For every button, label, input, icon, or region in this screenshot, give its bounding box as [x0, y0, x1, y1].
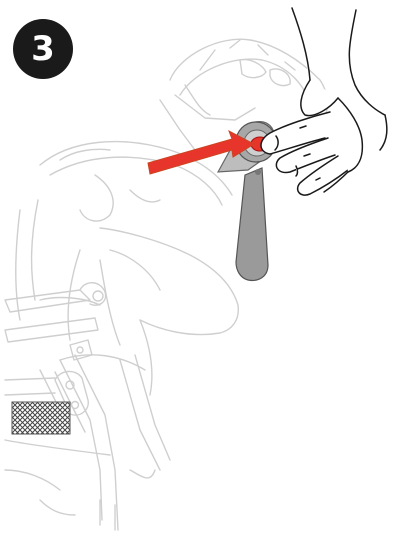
- hand-illustration: [261, 8, 387, 195]
- step-number-badge: 3: [13, 19, 73, 79]
- basket-mesh: [12, 402, 70, 434]
- step-number: 3: [31, 32, 55, 66]
- stroller-line-art: [5, 39, 327, 530]
